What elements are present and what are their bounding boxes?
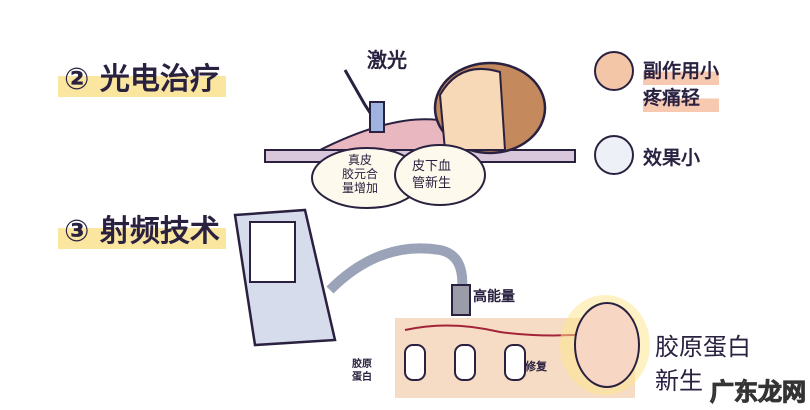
section3-heading: ③ 射频技术 xyxy=(58,206,226,250)
section2-heading: ② 光电治疗 xyxy=(58,54,226,98)
pros-list: 副作用小疼痛轻 xyxy=(643,58,720,112)
section-number: ③ xyxy=(64,214,90,249)
calm-face-icon xyxy=(594,135,634,175)
bubble-right: 皮下血管新生 xyxy=(412,159,452,191)
cons-label: 效果小 xyxy=(643,147,701,169)
collagen-character xyxy=(574,302,640,388)
laser-bed-scene xyxy=(264,51,634,209)
bubble-left: 真皮胶元合量增加 xyxy=(342,153,379,195)
section-number: ② xyxy=(64,62,90,97)
laser-label: 激光 xyxy=(367,48,407,72)
section-title: 射频技术 xyxy=(99,214,220,249)
happy-face-icon xyxy=(594,51,634,91)
rf-machine-scene xyxy=(233,208,650,398)
watermark: 广东龙网 xyxy=(710,378,807,407)
energy-label: 高能量 xyxy=(473,289,515,305)
repair-label: 修复 xyxy=(525,360,547,373)
collagen-small-label: 胶原蛋白 xyxy=(352,359,372,383)
result-label: 胶原蛋白新生 xyxy=(655,333,751,395)
section-title: 光电治疗 xyxy=(99,62,220,97)
